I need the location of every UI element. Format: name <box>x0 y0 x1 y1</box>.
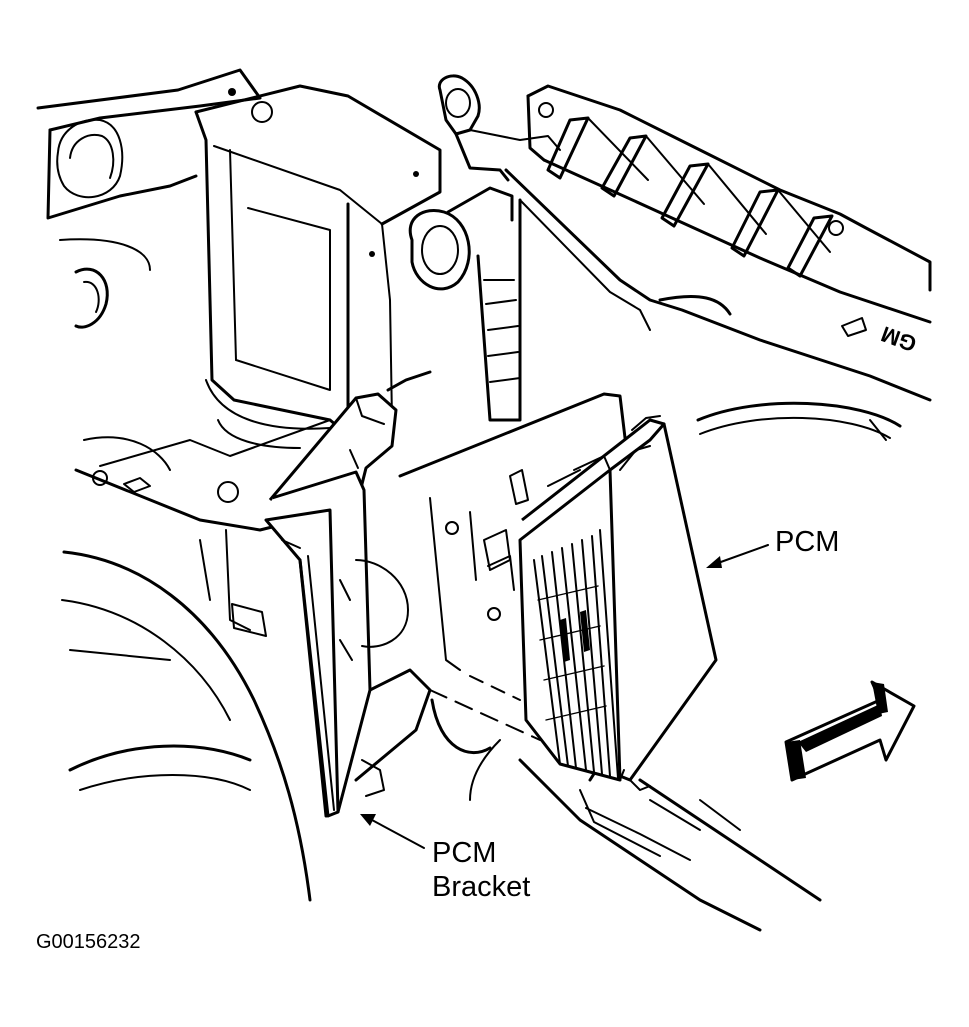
coolant-pipe-and-harness <box>408 74 561 422</box>
pcm-bracket-label: PCM Bracket <box>432 836 530 904</box>
lower-left-structure <box>61 419 342 902</box>
pcm-label: PCM <box>775 526 840 558</box>
bracket-leader-arrow <box>360 814 425 849</box>
fender-arcs <box>696 401 902 441</box>
left-wall-panel <box>36 68 262 329</box>
pcm-bracket <box>264 370 432 818</box>
embossed-gm-text: GM <box>878 321 920 357</box>
pcm-bracket-label-line1: PCM <box>432 837 497 869</box>
lower-right-structure <box>430 698 822 932</box>
front-direction-arrow-icon <box>784 680 916 782</box>
pcm-leader-arrow <box>706 544 769 568</box>
pcm-bracket-label-line2: Bracket <box>432 871 531 903</box>
radiator-support <box>194 84 442 449</box>
pcm-module <box>518 415 718 791</box>
figure-id: G00156232 <box>36 931 141 953</box>
upper-right-panel <box>504 84 932 402</box>
